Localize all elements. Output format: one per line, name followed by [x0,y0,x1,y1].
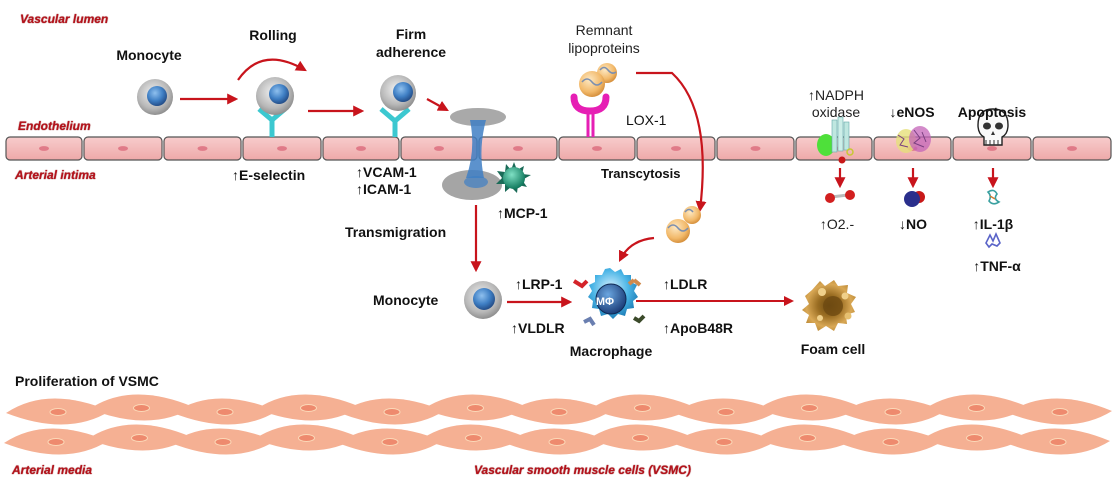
vsmc-nucleus [131,434,148,442]
label-mcp1: ↑MCP-1 [497,205,548,221]
region-endothelium: Endothelium [18,119,91,133]
enos-molecule [896,126,931,153]
nadph-oxidase-molecule [817,116,854,164]
label-lox1: LOX-1 [626,112,667,128]
arrow-adherence-to-transmigration [426,98,449,112]
label-transmigration: Transmigration [345,224,447,240]
vsmc-nucleus [298,434,315,442]
vsmc-nucleus [882,438,900,446]
endothelial-nucleus [356,146,366,151]
label-macrophage: Macrophage [569,343,653,359]
vsmc-nucleus [634,404,651,412]
endothelial-nucleus [39,146,49,151]
vsmc-nucleus [381,438,399,446]
endothelial-nucleus [197,146,208,151]
vsmc-nucleus [968,404,985,412]
region-arterial-intima: Arterial intima [15,168,96,182]
monocyte-rolling [256,77,294,115]
label-nadph-2: oxidase [811,104,861,120]
label-ldlr: ↑LDLR [663,276,708,292]
vsmc-nucleus [465,434,482,442]
arrow-lipoprotein-to-macrophage [619,236,655,262]
label-nitric-oxide: ↓NO [899,216,927,232]
vsmc-nucleus [550,408,568,416]
transcytosis-arrow [636,71,707,213]
vsmc-nucleus [216,408,234,416]
vsmc-nucleus [300,404,317,412]
vsmc-nucleus [1049,438,1067,446]
vsmc-nucleus [1051,408,1069,416]
label-icam1: ↑ICAM-1 [356,181,412,197]
label-enos: ↓eNOS [889,104,935,120]
label-foam-cell: Foam cell [800,341,866,357]
foam-cell [802,280,856,331]
vsmc-nucleus [49,408,67,416]
label-vcam1: ↑VCAM-1 [356,164,417,180]
label-superoxide: ↑O2.- [819,216,855,232]
label-rolling: Rolling [249,27,297,43]
monocyte-transmigrating [442,108,506,200]
label-remnant-1: Remnant [575,22,633,38]
vsmc-nucleus [717,408,735,416]
label-firm-adherence-1: Firm [395,26,427,42]
macrophage-cell [572,268,646,327]
mcp1-molecule [496,162,531,193]
remnant-lipoprotein-intima [666,206,701,243]
vsmc-nucleus [47,438,65,446]
vsmc-nucleus [715,438,733,446]
label-transcytosis: Transcytosis [601,166,681,181]
vsmc-nucleus [548,438,566,446]
vsmc-nucleus [966,434,983,442]
skull-icon [977,108,1009,146]
monocyte-intima [464,281,502,319]
label-tnfa: ↑TNF-α [973,258,1021,274]
label-macrophage-symbol: MΦ [595,296,615,308]
tnfa-molecule [985,232,1001,249]
endothelial-nucleus [987,146,997,151]
endothelial-nucleus [671,146,681,151]
region-vascular-lumen: Vascular lumen [20,12,109,26]
endothelial-nucleus [750,146,761,151]
remnant-lipoprotein-top [579,63,617,97]
il1b-molecule [986,189,1001,205]
endothelial-nucleus [592,146,602,151]
label-vldlr: ↑VLDLR [511,320,565,336]
nitric-oxide-molecule [904,191,925,207]
superoxide-molecule [825,190,855,203]
region-vsmc: Vascular smooth muscle cells (VSMC) [474,463,691,477]
label-proliferation-vsmc: Proliferation of VSMC [15,373,159,389]
region-arterial-media: Arterial media [12,463,93,477]
label-e-selectin: ↑E-selectin [232,167,306,183]
label-firm-adherence-2: adherence [375,44,447,60]
vsmc-nucleus [133,404,150,412]
monocyte-free [137,79,173,115]
vsmc-nucleus [799,434,816,442]
vsmc-nucleus [383,408,401,416]
label-lrp1: ↑LRP-1 [515,276,563,292]
rolling-arrow [237,58,307,81]
monocyte-adhered [380,75,416,111]
vcam-receptor [379,107,411,137]
vsmc-nucleus [632,434,649,442]
vsmc-layer [4,394,1112,455]
endothelial-nucleus [1067,146,1077,151]
vsmc-nucleus [214,438,232,446]
endothelial-nucleus [434,146,444,151]
endothelial-nucleus [513,146,523,151]
label-monocyte-top: Monocyte [116,47,182,63]
endothelial-nucleus [118,146,128,151]
label-remnant-2: lipoproteins [568,40,640,56]
endothelial-nucleus [277,146,287,151]
vsmc-nucleus [467,404,484,412]
vsmc-nucleus [801,404,818,412]
vsmc-nucleus [884,408,902,416]
label-apob48r: ↑ApoB48R [663,320,734,336]
label-il1b: ↑IL-1β [972,216,1014,232]
label-monocyte-bottom: Monocyte [373,292,439,308]
lox1-receptor [570,93,610,137]
label-apoptosis: Apoptosis [957,104,1027,120]
label-nadph-1: ↑NADPH [807,87,865,103]
endothelial-layer [5,136,1112,161]
